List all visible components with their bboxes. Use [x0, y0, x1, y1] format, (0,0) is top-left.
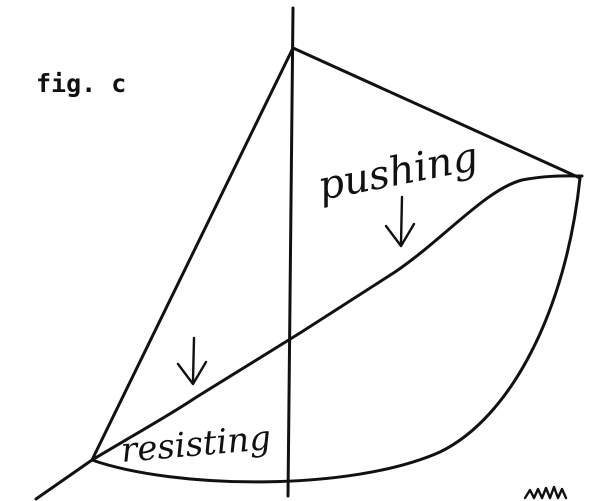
- vertical-axis-line: [286, 6, 295, 498]
- slip-circle-arc: [90, 176, 582, 484]
- figure-caption: fig. c: [36, 69, 126, 98]
- slope-surface-line: [34, 174, 584, 501]
- down-arrow-icon: [384, 195, 416, 248]
- radius-line-crest: [291, 46, 582, 180]
- pushing-label: pushing: [314, 134, 482, 210]
- scribble-mark: [523, 485, 568, 500]
- resisting-label: resisting: [119, 418, 272, 471]
- down-arrow-icon: [176, 336, 208, 386]
- radius-line-toe: [90, 46, 295, 462]
